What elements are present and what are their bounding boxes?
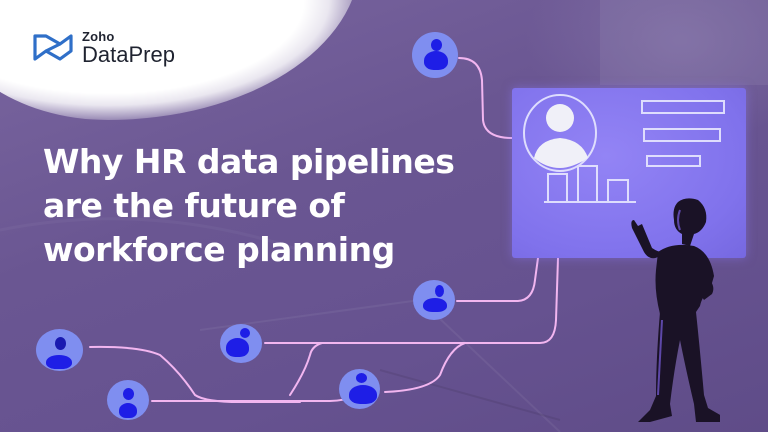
headline-line-1: Why HR data pipelines <box>43 142 455 181</box>
employee-node <box>36 329 83 371</box>
person-icon <box>356 373 367 383</box>
dashboard-screen <box>512 88 746 258</box>
headline-line-3: workforce planning <box>43 230 395 269</box>
person-body <box>226 338 249 357</box>
dataprep-logo-icon <box>32 31 74 65</box>
person-icon <box>431 39 442 51</box>
headline-line-2: are the future of <box>43 186 345 225</box>
person-body <box>424 51 448 70</box>
profile-card-icon <box>523 94 725 203</box>
employee-node <box>107 380 149 420</box>
brand-product: DataPrep <box>82 42 175 67</box>
brand-company: Zoho <box>82 29 115 44</box>
headline: Why HR data pipelines are the future of … <box>43 140 455 272</box>
person-icon <box>240 328 250 338</box>
person-body <box>119 403 137 418</box>
person-icon <box>123 388 134 400</box>
person-body <box>423 298 447 312</box>
person-body <box>349 385 377 404</box>
person-body <box>46 355 72 369</box>
employee-node <box>220 324 262 363</box>
person-icon <box>435 285 444 297</box>
employee-node <box>412 32 458 78</box>
employee-node <box>413 280 455 320</box>
person-pointing-figure <box>631 198 720 422</box>
zoho-dataprep-logo: Zoho DataPrep <box>32 30 175 66</box>
person-icon <box>55 337 66 350</box>
employee-node <box>339 369 380 409</box>
